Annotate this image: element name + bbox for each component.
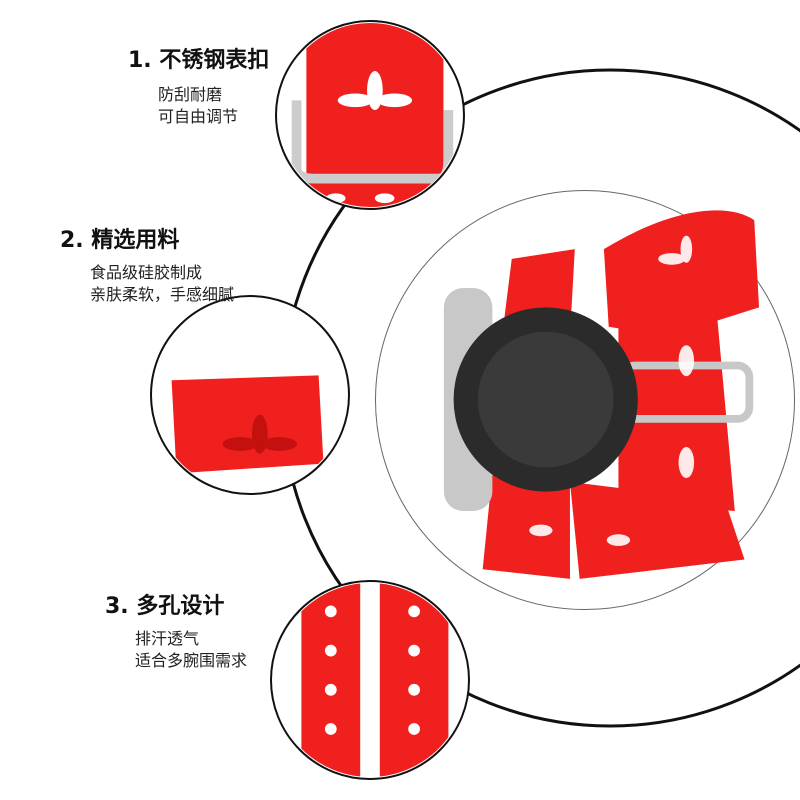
material-detail-image [150, 295, 350, 495]
feature-line: 适合多腕围需求 [135, 651, 248, 670]
feature-line: 可自由调节 [158, 107, 239, 126]
buckle-detail-image [275, 20, 465, 210]
feature-title: 1. 不锈钢表扣 [128, 48, 270, 73]
holes-detail-image [270, 580, 470, 780]
feature-holes: 3. 多孔设计 排汗透气 适合多腕围需求 [105, 588, 247, 672]
product-circle [375, 190, 795, 610]
feature-line: 排汗透气 [135, 629, 200, 648]
watch-band-image [443, 210, 760, 579]
feature-buckle: 1. 不锈钢表扣 防刮耐磨 可自由调节 [128, 42, 269, 128]
feature-title: 2. 精选用料 [60, 228, 180, 253]
feature-line: 亲肤柔软，手感细腻 [90, 285, 235, 304]
feature-material: 2. 精选用料 食品级硅胶制成 亲肤柔软，手感细腻 [60, 222, 234, 306]
feature-line: 食品级硅胶制成 [90, 263, 203, 282]
feature-line: 防刮耐磨 [158, 85, 223, 104]
feature-title: 3. 多孔设计 [105, 594, 225, 619]
